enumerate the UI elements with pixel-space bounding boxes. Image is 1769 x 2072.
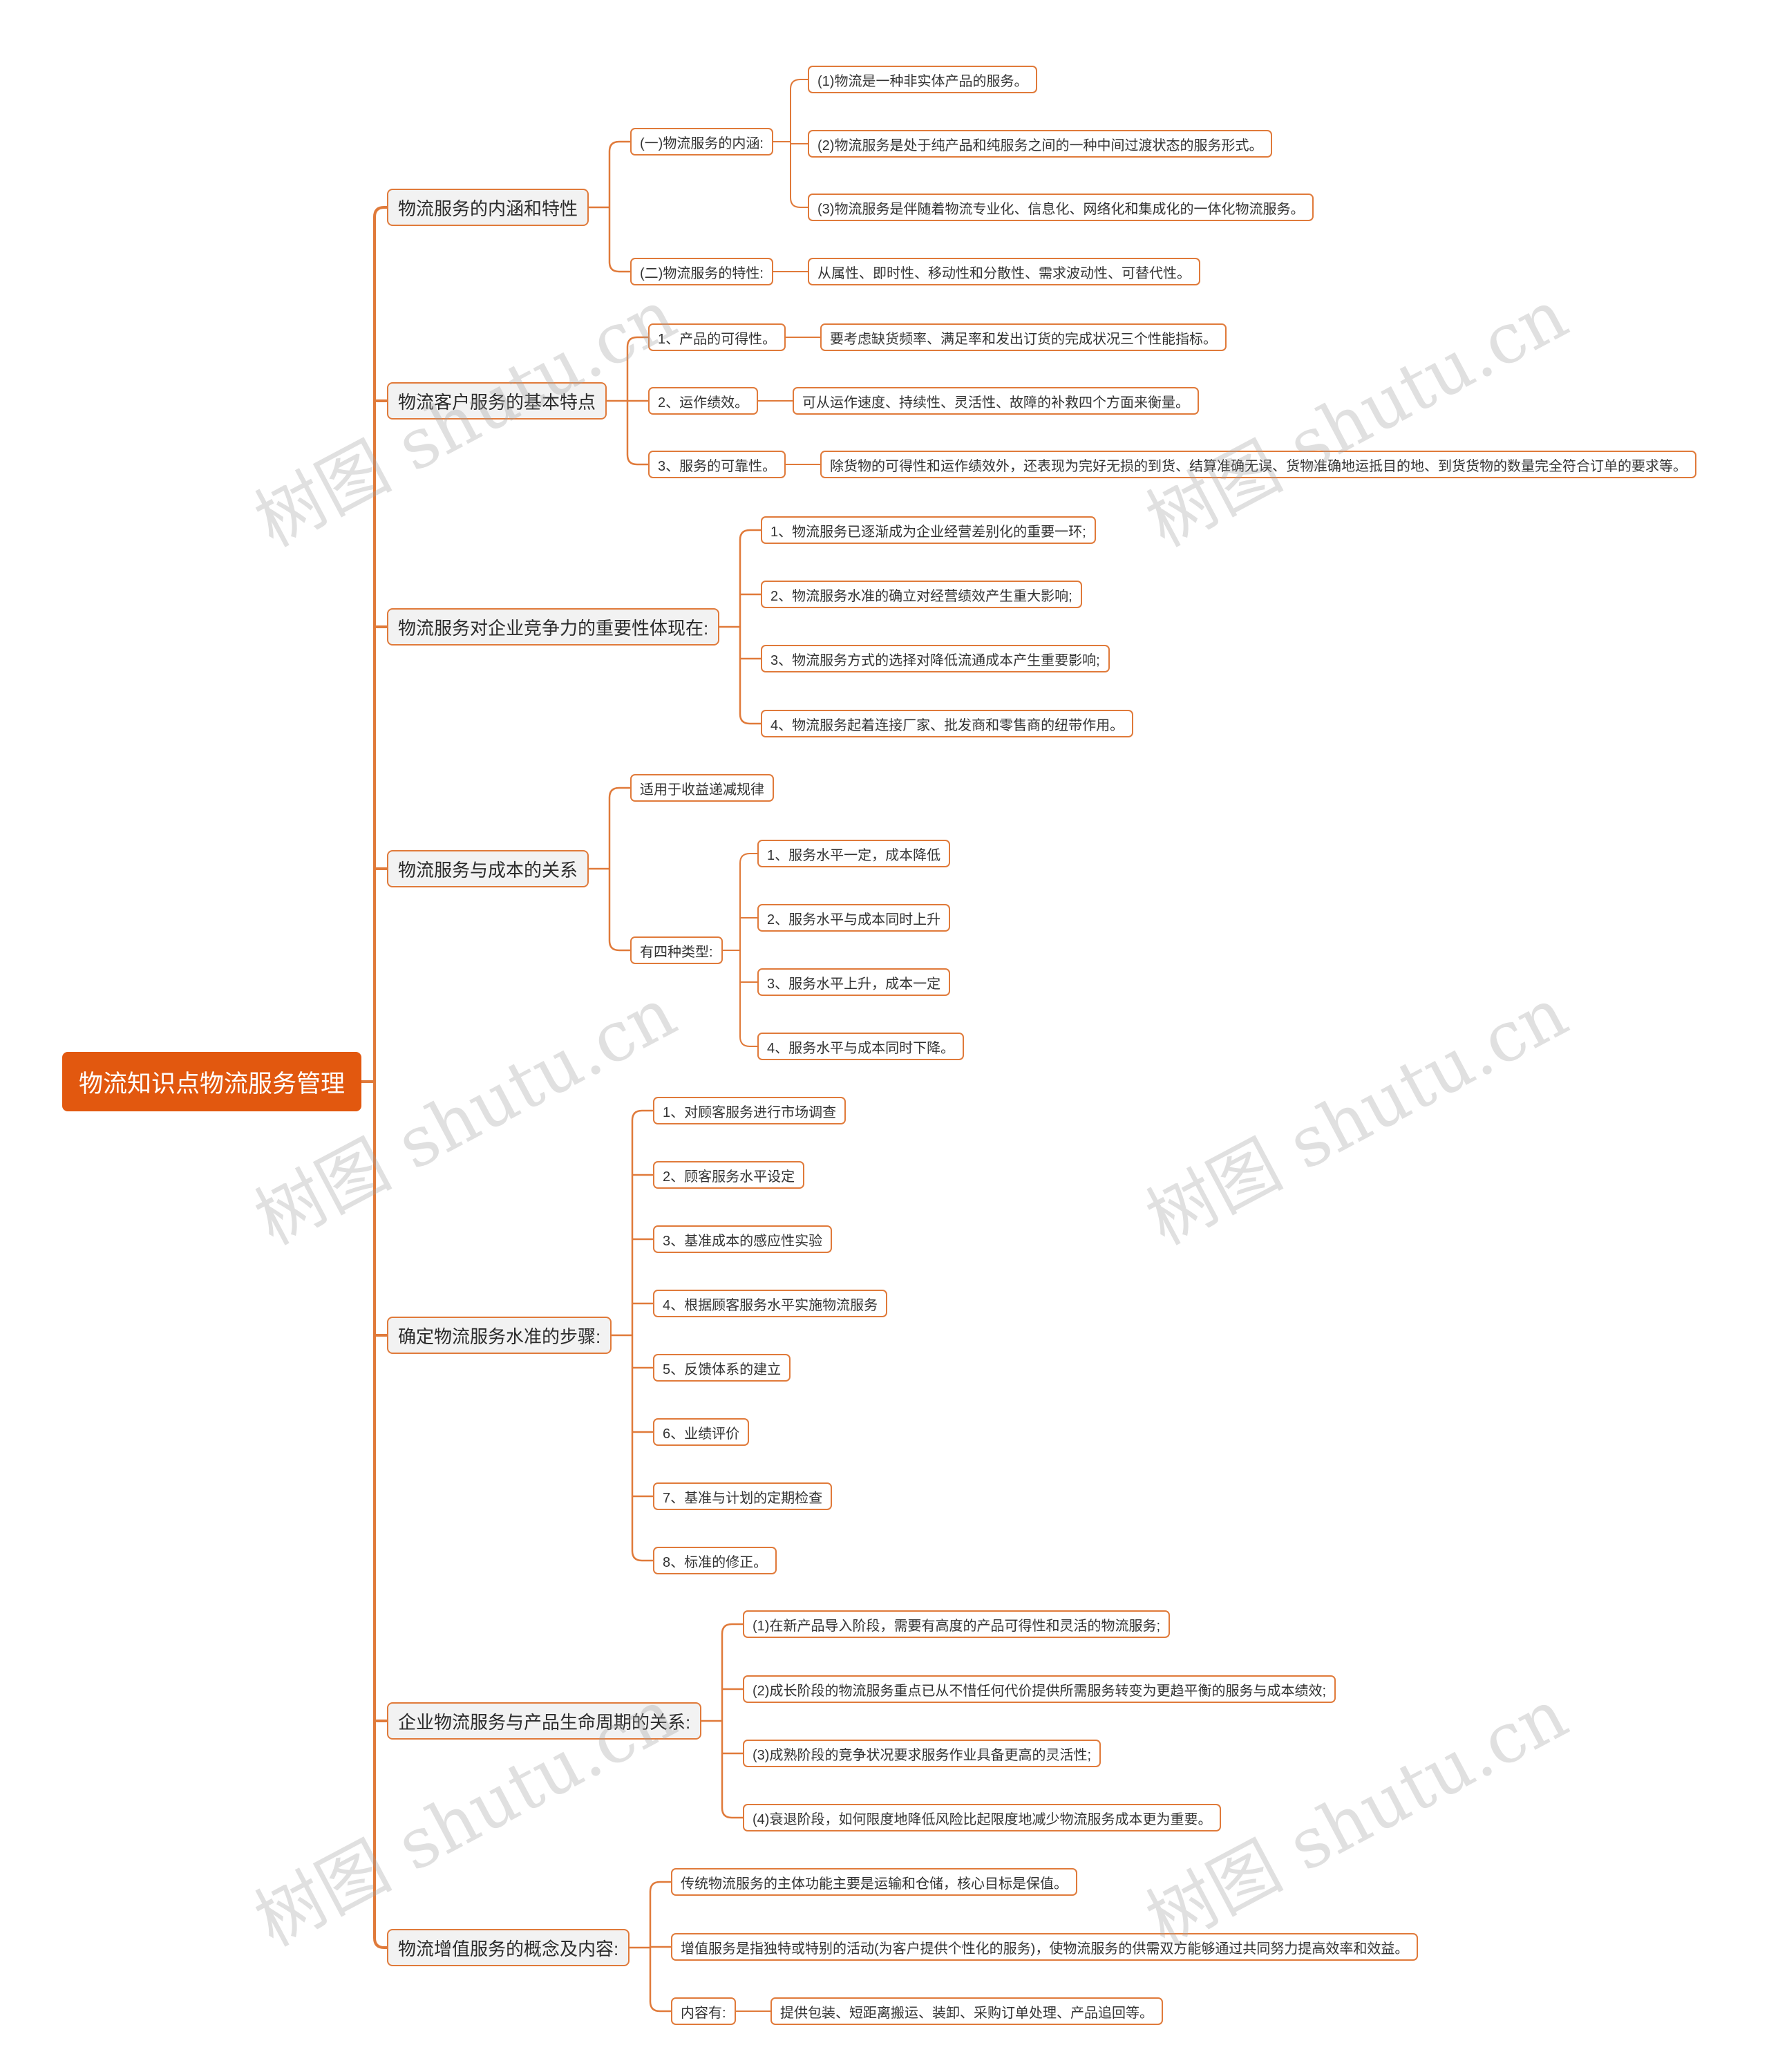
branch-topic[interactable]: 确定物流服务水准的步骤: [387, 1317, 612, 1354]
connector-line [373, 206, 387, 1082]
sub-topic[interactable]: 传统物流服务的主体功能主要是运输和仓储，核心目标是保值。 [671, 1868, 1077, 1896]
sub-topic[interactable]: (3)成熟阶段的竞争状况要求服务作业具备更高的灵活性; [743, 1740, 1101, 1767]
sub-topic[interactable]: 1、产品的可得性。 [648, 323, 786, 351]
sub-topic[interactable]: 2、运作绩效。 [648, 387, 759, 415]
sub-topic[interactable]: 内容有: [671, 1997, 736, 2025]
connector-line [373, 1082, 387, 1949]
connector-line [631, 1335, 653, 1562]
connector-line [626, 401, 648, 466]
connector-line [739, 950, 757, 1047]
sub-topic[interactable]: 3、物流服务方式的选择对降低流通成本产生重要影响; [761, 645, 1110, 672]
connector-line [790, 142, 808, 208]
branch-topic[interactable]: 物流服务的内涵和特性 [387, 189, 589, 226]
detail-topic[interactable]: 可从运作速度、持续性、灵活性、故障的补救四个方面来衡量。 [793, 387, 1199, 415]
connector-line [790, 79, 808, 142]
connector-line [626, 336, 648, 401]
sub-topic[interactable]: 3、基准成本的感应性实验 [653, 1225, 833, 1253]
branch-topic[interactable]: 物流服务与成本的关系 [387, 850, 589, 887]
detail-topic[interactable]: 2、服务水平与成本同时上升 [757, 904, 951, 932]
sub-topic[interactable]: 5、反馈体系的建立 [653, 1354, 791, 1382]
sub-topic[interactable]: 7、基准与计划的定期检查 [653, 1482, 833, 1510]
sub-topic[interactable]: (4)衰退阶段，如何限度地降低风险比起限度地减少物流服务成本更为重要。 [743, 1804, 1222, 1831]
sub-topic[interactable]: 4、根据顾客服务水平实施物流服务 [653, 1290, 888, 1317]
branch-topic[interactable]: 物流增值服务的概念及内容: [387, 1929, 630, 1966]
sub-topic[interactable]: 1、物流服务已逐渐成为企业经营差别化的重要一环; [761, 516, 1096, 544]
connector-line [721, 1623, 743, 1721]
branch-topic[interactable]: 物流服务对企业竞争力的重要性体现在: [387, 608, 720, 646]
connector-line [608, 787, 630, 869]
sub-topic[interactable]: (二)物流服务的特性: [630, 258, 773, 285]
sub-topic[interactable]: (2)成长阶段的物流服务重点已从不惜任何代价提供所需服务转变为更趋平衡的服务与成… [743, 1675, 1336, 1703]
connector-line [739, 853, 757, 950]
branch-topic[interactable]: 企业物流服务与产品生命周期的关系: [387, 1702, 702, 1740]
connector-line [649, 1881, 671, 1948]
connector-line [631, 1109, 653, 1335]
branch-topic[interactable]: 物流客户服务的基本特点 [387, 382, 607, 420]
connector-line [608, 140, 630, 207]
detail-topic[interactable]: 除货物的可得性和运作绩效外，还表现为完好无损的到货、结算准确无误、货物准确地运抵… [820, 451, 1696, 478]
root-topic[interactable]: 物流知识点物流服务管理 [62, 1052, 362, 1111]
connector-line [649, 1948, 671, 2013]
sub-topic[interactable]: 3、服务的可靠性。 [648, 451, 786, 478]
detail-topic[interactable]: 从属性、即时性、移动性和分散性、需求波动性、可替代性。 [808, 258, 1200, 285]
detail-topic[interactable]: (2)物流服务是处于纯产品和纯服务之间的一种中间过渡状态的服务形式。 [808, 130, 1273, 158]
connector-line [608, 869, 630, 952]
detail-topic[interactable]: 1、服务水平一定，成本降低 [757, 840, 951, 867]
detail-topic[interactable]: 提供包装、短距离搬运、装卸、采购订单处理、产品追回等。 [770, 1997, 1163, 2025]
detail-topic[interactable]: (3)物流服务是伴随着物流专业化、信息化、网络化和集成化的一体化物流服务。 [808, 194, 1314, 221]
detail-topic[interactable]: 4、服务水平与成本同时下降。 [757, 1033, 965, 1060]
sub-topic[interactable]: 增值服务是指独特或特别的活动(为客户提供个性化的服务)，使物流服务的供需双方能够… [671, 1933, 1419, 1961]
sub-topic[interactable]: 4、物流服务起着连接厂家、批发商和零售商的纽带作用。 [761, 710, 1134, 737]
connector-line [739, 627, 761, 725]
sub-topic[interactable]: 6、业绩评价 [653, 1418, 750, 1446]
detail-topic[interactable]: (1)物流是一种非实体产品的服务。 [808, 66, 1038, 93]
connector-line [721, 1721, 743, 1819]
connector-line [608, 207, 630, 273]
sub-topic[interactable]: 适用于收益递减规律 [630, 774, 774, 802]
detail-topic[interactable]: 要考虑缺货频率、满足率和发出订货的完成状况三个性能指标。 [820, 323, 1227, 351]
connector-line [739, 529, 761, 627]
sub-topic[interactable]: 8、标准的修正。 [653, 1547, 777, 1574]
sub-topic[interactable]: 有四种类型: [630, 936, 723, 964]
sub-topic[interactable]: 2、物流服务水准的确立对经营绩效产生重大影响; [761, 581, 1082, 608]
detail-topic[interactable]: 3、服务水平上升，成本一定 [757, 968, 951, 996]
sub-topic[interactable]: (一)物流服务的内涵: [630, 128, 773, 156]
sub-topic[interactable]: 1、对顾客服务进行市场调查 [653, 1097, 846, 1124]
sub-topic[interactable]: 2、顾客服务水平设定 [653, 1161, 805, 1189]
sub-topic[interactable]: (1)在新产品导入阶段，需要有高度的产品可得性和灵活的物流服务; [743, 1610, 1170, 1638]
